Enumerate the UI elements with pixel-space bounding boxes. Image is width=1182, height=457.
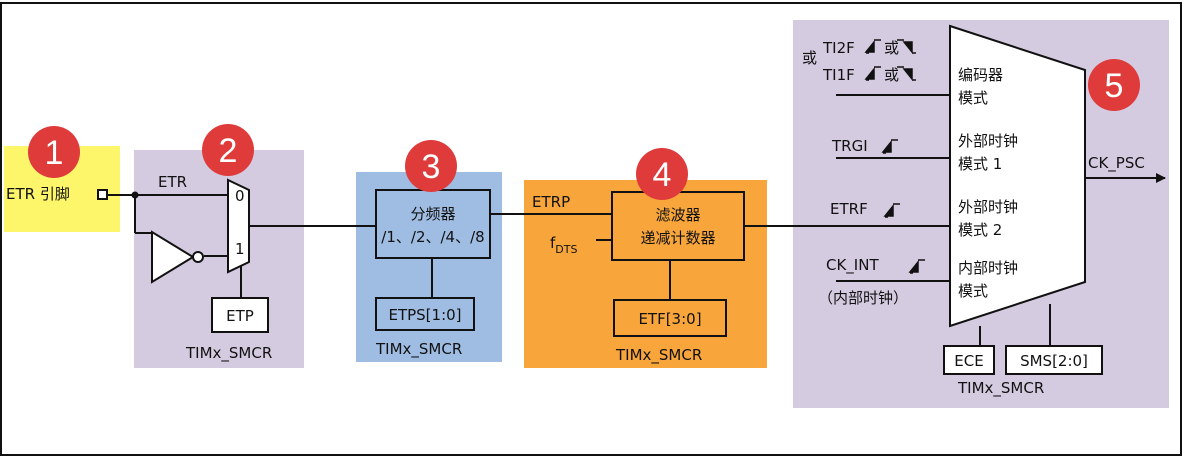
rising-edge-icon <box>864 39 881 54</box>
etp-register-box <box>211 297 269 333</box>
ext2-mode-line2: 模式 2 <box>958 221 1002 239</box>
internal-mode-line1: 内部时钟 <box>958 259 1018 277</box>
prescaler-ratios: /1、/2、/4、/8 <box>381 228 484 246</box>
sms-register-box <box>1005 345 1103 375</box>
encoder-mode-line1: 编码器 <box>958 66 1003 84</box>
ti1f-label: TI1F <box>822 66 855 84</box>
ext2-mode-line1: 外部时钟 <box>958 198 1018 216</box>
badge-1: 1 <box>28 126 80 178</box>
rising-edge-icon <box>883 203 900 218</box>
mux-input-1: 1 <box>235 240 245 258</box>
rising-edge-icon <box>908 259 925 274</box>
fdts-label: fDTS <box>550 234 577 256</box>
trgi-label: TRGI <box>831 137 868 155</box>
ck-int-note: （内部时钟） <box>818 289 908 307</box>
etr-signal-label: ETR <box>158 173 187 191</box>
ck-psc-label: CK_PSC <box>1088 154 1145 173</box>
filter-reg-label: TIMx_SMCR <box>615 346 702 365</box>
ext1-mode-line2: 模式 1 <box>958 155 1002 173</box>
polarity-reg-label: TIMx_SMCR <box>185 344 272 363</box>
falling-edge-icon <box>897 66 916 82</box>
fdts-sub: DTS <box>555 243 577 256</box>
etr-pin-label: ETR 引脚 <box>6 185 70 203</box>
mux-input-0: 0 <box>235 187 245 205</box>
etps-label: ETPS[1:0] <box>388 306 461 324</box>
encoder-mode-line2: 模式 <box>958 89 988 107</box>
selector-reg-label: TIMx_SMCR <box>957 379 1044 398</box>
ext1-mode-line1: 外部时钟 <box>958 132 1018 150</box>
etrp-label: ETRP <box>532 193 570 211</box>
sms-label: SMS[2:0] <box>1020 352 1088 370</box>
etf-register-box <box>613 299 727 337</box>
ti2f-label: TI2F <box>822 39 855 57</box>
ece-register-box <box>943 345 995 375</box>
filter-box <box>611 191 745 261</box>
filter-subtitle: 递减计数器 <box>640 229 715 247</box>
badge-4: 4 <box>636 148 688 200</box>
ti1f-or: 或 <box>884 66 899 84</box>
fdts-main: f <box>550 234 556 252</box>
ece-label: ECE <box>954 352 983 370</box>
internal-mode-line2: 模式 <box>958 282 988 300</box>
badge-3: 3 <box>405 140 457 192</box>
edge-icons <box>864 39 925 274</box>
badge-1-number: 1 <box>45 134 64 172</box>
badge-5: 5 <box>1088 59 1140 111</box>
junction-dot <box>131 191 139 199</box>
inverter-bubble <box>192 251 204 263</box>
etrf-label: ETRF <box>830 200 868 218</box>
clock-selector-mux <box>949 24 1086 328</box>
ck-int-label: CK_INT <box>826 256 879 275</box>
badge-3-number: 3 <box>422 148 441 186</box>
badge-5-number: 5 <box>1105 67 1124 105</box>
etr-pin-square <box>97 189 108 200</box>
prescaler-box <box>375 189 491 259</box>
selector-input-wires <box>836 94 1051 346</box>
badge-2: 2 <box>202 124 254 176</box>
ti2f-or: 或 <box>884 39 899 57</box>
prescaler-title: 分频器 <box>410 205 455 223</box>
etps-register-box <box>375 297 475 331</box>
polarity-mux <box>227 178 250 274</box>
badge-2-number: 2 <box>219 132 238 170</box>
falling-edge-icon <box>897 39 916 55</box>
badge-4-number: 4 <box>653 156 672 194</box>
etf-label: ETF[3:0] <box>638 310 701 328</box>
filter-title: 滤波器 <box>655 206 700 224</box>
prescaler-reg-label: TIMx_SMCR <box>375 340 462 359</box>
inverter-gate <box>151 230 195 284</box>
rising-edge-icon <box>881 139 898 154</box>
rising-edge-icon <box>864 66 881 81</box>
etp-label: ETP <box>226 307 254 325</box>
or-label: 或 <box>802 49 817 67</box>
